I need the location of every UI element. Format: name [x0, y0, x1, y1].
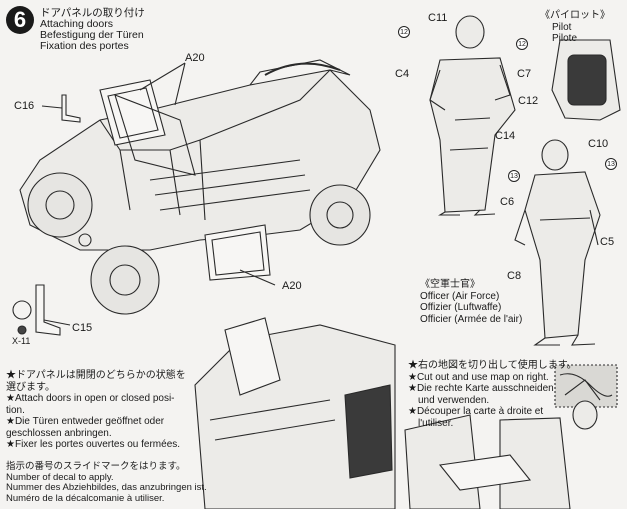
map-note-line: l'utiliser. — [418, 417, 454, 429]
officer-caption-en: Officer (Air Force) — [420, 290, 500, 302]
step-title-ja: ドアパネルの取り付け — [40, 7, 145, 19]
step-title-de: Befestigung der Türen — [40, 29, 144, 41]
decal-marker-12a: 12 — [398, 26, 410, 38]
officer-caption: 《空軍士官》 Officer (Air Force) Offizier (Luf… — [420, 279, 522, 325]
decal-marker-12b: 12 — [516, 38, 528, 50]
part-label-c8: C8 — [507, 270, 522, 282]
decal-note-line: Nummer des Abziehbildes, das anzubringen… — [6, 482, 207, 493]
step-number-badge: 6 — [6, 6, 34, 34]
part-label-c15: C15 — [72, 322, 93, 334]
pilot-figure-drawing — [429, 15, 516, 216]
pilot-caption-en: Pilot — [552, 21, 572, 33]
part-label-c12: C12 — [518, 95, 539, 107]
door-note-line: ★Die Türen entweder geöffnet oder — [6, 416, 165, 427]
door-note-line: ★Fixer les portes ouvertes ou fermées. — [6, 439, 181, 450]
part-label-x11: X-11 — [12, 336, 31, 346]
officer-caption-ja: 《空軍士官》 — [420, 279, 480, 290]
part-label-c6: C6 — [500, 196, 515, 208]
map-note-line: und verwenden. — [418, 394, 490, 406]
officer-caption-de: Offizier (Luftwaffe) — [420, 302, 502, 313]
part-c15-drawing — [12, 284, 61, 336]
door-note-line: tion. — [6, 404, 25, 416]
step-title-fr: Fixation des portes — [40, 40, 129, 52]
decal-marker-13b: 13 — [605, 158, 617, 170]
figures-with-map-drawing — [404, 400, 598, 509]
decal-note-line: Numéro de la décalcomanie à utiliser. — [6, 492, 165, 504]
door-note-line: geschlossen anbringen. — [6, 427, 112, 439]
decal-note-line: 指示の番号のスライドマークをはります。 — [6, 461, 186, 472]
map-note-line: ★Cut out and use map on right. — [408, 371, 549, 383]
part-label-c4: C4 — [395, 68, 410, 80]
step-number: 6 — [13, 7, 27, 32]
decal-marker-13a: 13 — [508, 170, 520, 182]
pilot-caption-fr: Pilote — [552, 33, 578, 44]
map-instruction-note: ★右の地図を切り出して使用します。 ★Cut out and use map o… — [408, 360, 577, 429]
vehicle-door-closeup-drawing — [194, 317, 396, 509]
officer-figure-drawing — [514, 139, 601, 346]
pilot-caption-ja: 《パイロット》 — [540, 10, 610, 21]
decal-instruction-note: 指示の番号のスライドマークをはります。 Number of decal to a… — [6, 461, 207, 504]
officer-caption-fr: Officier (Armée de l'air) — [420, 313, 523, 325]
part-label-c16: C16 — [14, 100, 35, 112]
map-note-line: ★右の地図を切り出して使用します。 — [408, 360, 577, 371]
part-label-c14: C14 — [495, 130, 516, 142]
part-label-a20-bottom: A20 — [282, 280, 302, 292]
part-label-a20-top: A20 — [185, 52, 205, 64]
step-title-en: Attaching doors — [40, 18, 113, 30]
step-title: ドアパネルの取り付け Attaching doors Befestigung d… — [40, 8, 145, 52]
vehicle-drawing — [19, 59, 381, 315]
door-instruction-note: ★ドアパネルは開閉のどちらかの状態を 選びます。 ★Attach doors i… — [6, 370, 186, 451]
map-note-line: ★Découper la carte à droite et — [408, 406, 544, 417]
pilot-back-drawing — [551, 39, 621, 121]
part-c16-drawing — [61, 94, 81, 123]
part-label-c11: C11 — [428, 12, 448, 24]
map-cutout-drawing — [554, 364, 618, 408]
door-note-line: 選びます。 — [6, 381, 55, 393]
part-label-c10: C10 — [588, 138, 609, 150]
part-label-c5: C5 — [600, 236, 615, 248]
map-note-line: ★Die rechte Karte ausschneiden — [408, 383, 554, 394]
decal-note-line: Number of decal to apply. — [6, 471, 114, 483]
door-note-line: ★ドアパネルは開閉のどちらかの状態を — [6, 370, 186, 381]
door-note-line: ★Attach doors in open or closed posi- — [6, 393, 175, 404]
part-label-c7: C7 — [517, 68, 532, 80]
pilot-caption: 《パイロット》 Pilot Pilote — [540, 10, 610, 45]
